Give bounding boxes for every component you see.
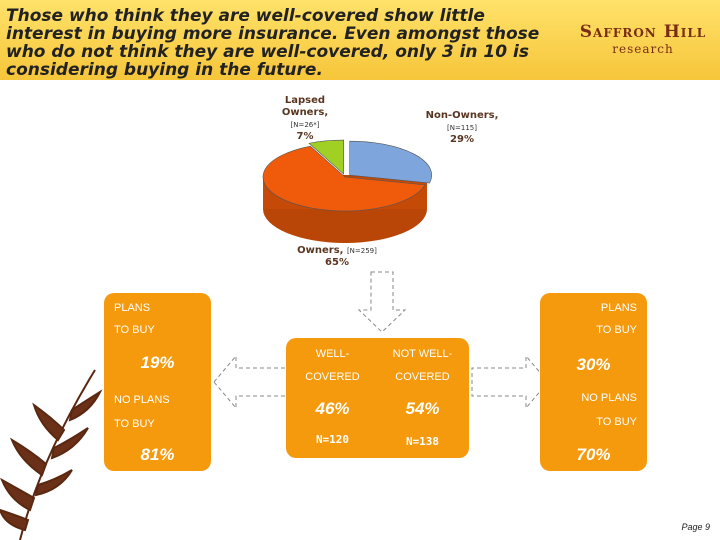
not-well-covered-line2: COVERED — [395, 371, 450, 383]
n-lapsed: [N=26*] — [290, 121, 320, 129]
not-well-covered-pct: 54% — [405, 399, 440, 418]
header-banner — [0, 0, 720, 80]
right-plans-box — [540, 293, 647, 471]
not-well-covered-line1: NOT WELL- — [392, 348, 453, 360]
logo-title: Saffron Hill — [579, 22, 707, 42]
page-number: Page 9 — [681, 522, 710, 532]
well-covered-line2: COVERED — [305, 371, 360, 383]
label-non-owners: Non-Owners, [N=115]29% — [425, 110, 499, 145]
center-coverage-box — [286, 338, 469, 458]
left-to-buy-label: TO BUY — [114, 324, 155, 336]
logo-subtitle: research — [612, 42, 674, 56]
n-owners: [N=259] — [346, 247, 377, 255]
right-no-plans-pct: 70% — [576, 445, 611, 464]
fern-decoration-icon — [0, 369, 103, 540]
left-no-plans-pct: 81% — [140, 445, 175, 464]
left-no-to-buy-label: TO BUY — [114, 418, 155, 430]
pie-slice-lapsed-owners — [308, 139, 345, 175]
left-no-plans-label: NO PLANS — [114, 394, 170, 406]
well-covered-line1: WELL- — [315, 348, 350, 360]
well-covered-pct: 46% — [315, 399, 350, 418]
well-covered-n: N=120 — [315, 433, 350, 446]
arrow-left-icon — [213, 354, 291, 410]
label-owners: Owners, [N=259]65% — [297, 245, 377, 268]
pie-chart — [262, 139, 432, 243]
left-plans-pct: 19% — [140, 353, 175, 372]
right-no-plans-label: NO PLANS — [581, 392, 637, 404]
arrow-down-icon — [357, 271, 407, 333]
n-non: [N=115] — [447, 124, 477, 132]
right-no-to-buy-label: TO BUY — [596, 416, 637, 428]
label-lapsed-owners: Lapsed Owners, [N=26*]7% — [281, 95, 329, 142]
pie-slice-owners — [262, 145, 426, 212]
left-plans-box — [104, 293, 211, 471]
right-plans-label: PLANS — [600, 302, 637, 314]
left-plans-label: PLANS — [114, 302, 151, 314]
page-title: Those who think they are well-covered sh… — [6, 6, 540, 80]
right-to-buy-label: TO BUY — [596, 324, 637, 336]
right-plans-pct: 30% — [576, 355, 611, 374]
not-well-covered-n: N=138 — [405, 435, 440, 448]
arrow-right-icon — [471, 354, 549, 410]
pie-slice-non-owners — [349, 140, 432, 184]
